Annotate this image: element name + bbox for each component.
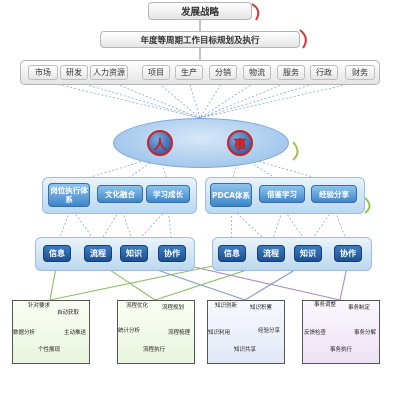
cycle-node: 统计分析: [118, 328, 141, 334]
cycle-node: 流程执行: [143, 347, 166, 353]
people-system-post-execution: 岗位执行体系: [48, 183, 90, 207]
cycle-node: 流程梳理: [168, 330, 191, 336]
system-label: 经验分享: [319, 189, 349, 199]
cycle-box-process: [117, 300, 195, 364]
department-production: 生产: [175, 65, 203, 80]
element-label: 协作: [340, 249, 356, 258]
element-label: 信息: [224, 249, 240, 258]
department-service: 服务: [277, 65, 305, 80]
cycle-node: 事务执行: [330, 347, 353, 353]
department-label: 物流: [249, 68, 265, 77]
element-info-right: 信息: [218, 245, 246, 262]
department-label: 人力资源: [93, 68, 125, 77]
element-knowledge-left: 知识: [120, 245, 148, 262]
plan-label: 年度等周期工作目标规划及执行: [140, 35, 260, 46]
department-distribution: 分销: [209, 65, 237, 80]
cycle-node: 自动获取: [57, 310, 80, 316]
plan-box: 年度等周期工作目标规划及执行: [100, 31, 300, 48]
system-label: PDCA体系: [211, 190, 251, 200]
cycle-node: 针对要求: [28, 303, 51, 309]
core-ellipse: [113, 118, 289, 168]
affairs-system-sharing: 经验分享: [311, 185, 357, 203]
cycle-node: 流程优化: [126, 303, 149, 309]
element-knowledge-right: 知识: [294, 245, 322, 262]
department-label: 财务: [352, 68, 368, 77]
cycle-node: 反馈检查: [304, 330, 327, 336]
cycle-node: 主动推送: [64, 330, 87, 336]
department-hr: 人力资源: [90, 65, 128, 80]
department-admin: 行政: [310, 65, 338, 80]
element-label: 流程: [90, 249, 106, 258]
affairs-system-pdca: PDCA体系: [210, 183, 252, 207]
cycle-node: 经验分享: [258, 328, 281, 334]
department-label: 生产: [181, 68, 197, 77]
department-rd: 研发: [60, 65, 88, 80]
element-process-left: 流程: [84, 245, 112, 262]
element-label: 知识: [300, 249, 316, 258]
cycle-box-info: [12, 300, 90, 364]
system-label: 借鉴学习: [267, 189, 297, 199]
people-label: 人: [153, 137, 167, 153]
department-label: 分销: [215, 68, 231, 77]
element-collaboration-right: 协作: [334, 245, 362, 262]
element-label: 知识: [126, 249, 142, 258]
cycle-box-collaboration: [302, 300, 380, 364]
department-label: 服务: [283, 68, 299, 77]
element-process-right: 流程: [257, 245, 285, 262]
department-market: 市场: [28, 65, 58, 80]
cycle-node: 事务调整: [314, 302, 337, 308]
department-label: 市场: [35, 68, 51, 77]
people-circle: 人: [147, 130, 173, 156]
strategy-label: 发展战略: [180, 7, 219, 18]
system-label: 学习成长: [153, 189, 183, 199]
cycle-box-knowledge: [207, 300, 285, 364]
people-system-culture: 文化融合: [97, 185, 143, 203]
cycle-node: 知识共享: [234, 347, 257, 353]
department-label: 项目: [148, 68, 164, 77]
cycle-node: 事务分解: [354, 330, 377, 336]
cycle-node: 流程规划: [162, 305, 185, 311]
cycle-node: 知识创新: [215, 303, 238, 309]
cycle-node: 知识利用: [208, 330, 231, 336]
cycle-node: 个性展现: [38, 347, 61, 353]
people-system-learning: 学习成长: [146, 185, 190, 203]
cycle-node: 数据分析: [13, 330, 36, 336]
element-info-left: 信息: [43, 245, 71, 262]
element-label: 协作: [164, 249, 180, 258]
department-label: 行政: [316, 68, 332, 77]
element-collaboration-left: 协作: [158, 245, 186, 262]
system-label: 文化融合: [105, 189, 135, 199]
department-project: 项目: [142, 65, 170, 80]
department-label: 研发: [66, 68, 82, 77]
affairs-system-reference: 借鉴学习: [259, 185, 305, 203]
element-label: 流程: [263, 249, 279, 258]
affairs-circle: 事: [227, 130, 253, 156]
cycle-node: 知识积累: [250, 305, 273, 311]
cycle-node: 事务制定: [348, 305, 371, 311]
affairs-label: 事: [233, 137, 247, 153]
element-label: 信息: [49, 249, 65, 258]
department-logistics: 物流: [243, 65, 271, 80]
department-finance: 财务: [345, 65, 375, 80]
system-label: 岗位执行体系: [50, 186, 88, 204]
strategy-box: 发展战略: [148, 2, 252, 20]
